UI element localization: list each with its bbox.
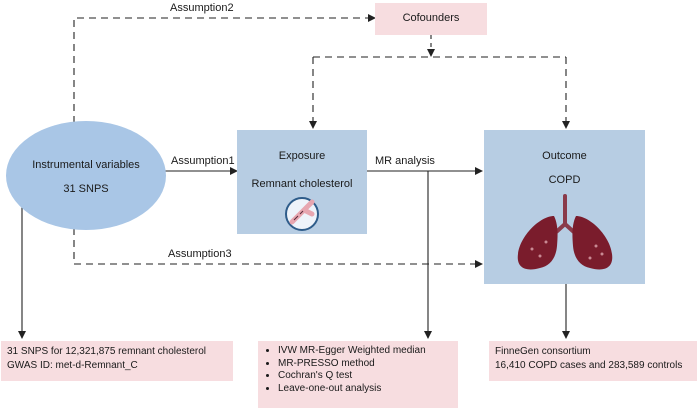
assumption2-line bbox=[73, 14, 376, 135]
method-item: Leave-one-out analysis bbox=[278, 383, 452, 396]
exposure-title: Exposure bbox=[278, 150, 326, 162]
iv-label: Instrumental variables bbox=[32, 159, 140, 171]
assumption1-label: Assumption1 bbox=[171, 155, 235, 167]
finngen-box: FinneGen consortium 16,410 COPD cases an… bbox=[489, 341, 697, 381]
cofounders-box: Cofounders bbox=[375, 3, 487, 35]
snp-info-line1: 31 SNPS for 12,321,875 remnant cholester… bbox=[7, 346, 207, 357]
finngen-line2: 16,410 COPD cases and 283,589 controls bbox=[495, 360, 683, 371]
blood-vessel-icon bbox=[285, 197, 319, 231]
finngen-line1: FinneGen consortium bbox=[495, 346, 591, 357]
snp-info-box: 31 SNPS for 12,321,875 remnant cholester… bbox=[1, 341, 233, 381]
method-item: MR-PRESSO method bbox=[278, 358, 452, 371]
assumption2-label: Assumption2 bbox=[170, 2, 234, 14]
exposure-name: Remnant cholesterol bbox=[251, 178, 353, 190]
iv-count: 31 SNPS bbox=[63, 183, 109, 195]
lungs-icon bbox=[517, 194, 613, 270]
method-item: IVW MR-Egger Weighted median bbox=[278, 345, 452, 358]
outcome-name: COPD bbox=[548, 174, 581, 186]
instrumental-variables-ellipse: Instrumental variables 31 SNPS bbox=[6, 121, 166, 230]
cofounders-label: Cofounders bbox=[402, 12, 460, 24]
exposure-box: Exposure Remnant cholesterol bbox=[237, 130, 367, 234]
outcome-title: Outcome bbox=[542, 150, 587, 162]
assumption3-label: Assumption3 bbox=[168, 248, 232, 260]
assumption3-line bbox=[73, 228, 483, 268]
mr-analysis-label: MR analysis bbox=[375, 155, 435, 167]
methods-box: IVW MR-Egger Weighted median MR-PRESSO m… bbox=[258, 341, 458, 408]
method-item: Cochran's Q test bbox=[278, 370, 452, 383]
snp-info-line2: GWAS ID: met-d-Remnant_C bbox=[7, 360, 138, 371]
outcome-box: Outcome COPD bbox=[484, 130, 645, 284]
